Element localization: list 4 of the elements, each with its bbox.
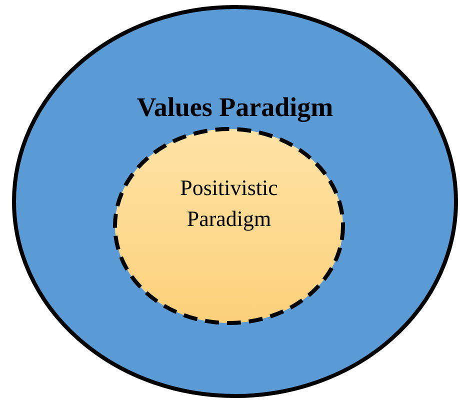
inner-dashed-ellipse (113, 127, 345, 325)
ellipse-label: Positivistic Paradigm (179, 174, 279, 233)
diagram-heading: Values Paradigm (136, 91, 334, 124)
outer-ellipse (12, 5, 458, 398)
